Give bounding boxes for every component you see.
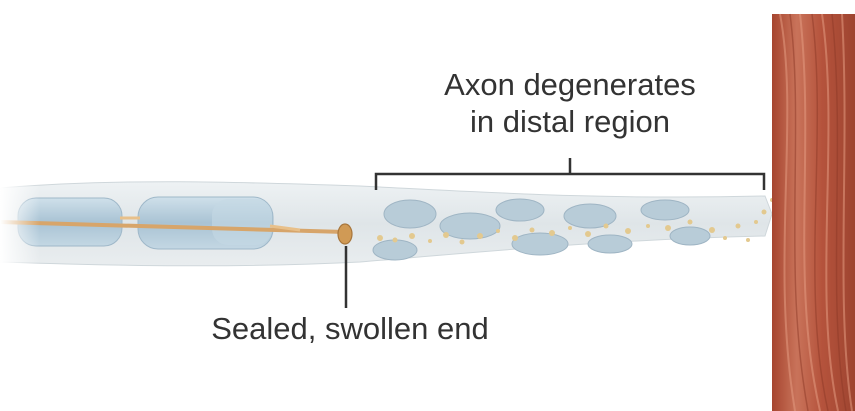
degeneration-label: Axon degenerates in distal region: [395, 66, 745, 140]
distal-region-bracket: [376, 158, 764, 190]
debris-particle: [460, 240, 465, 245]
myelin-fragment: [588, 235, 632, 253]
debris-particle: [646, 224, 650, 228]
debris-particle: [736, 224, 741, 229]
myelin-segment: [212, 199, 272, 245]
debris-particle: [604, 224, 609, 229]
debris-particle: [549, 230, 555, 236]
debris-particle: [746, 238, 750, 242]
myelin-fragment: [373, 240, 417, 260]
debris-particle: [512, 235, 518, 241]
debris-particle: [688, 220, 693, 225]
myelin-fragment: [440, 213, 500, 239]
myelin-fragment: [496, 199, 544, 221]
degeneration-label-line1: Axon degenerates: [395, 66, 745, 103]
debris-particle: [568, 226, 572, 230]
debris-particle: [530, 228, 535, 233]
muscle-tissue: [772, 14, 855, 411]
debris-particle: [377, 235, 383, 241]
debris-particle: [762, 210, 767, 215]
debris-particle: [754, 220, 758, 224]
degeneration-label-line2: in distal region: [395, 103, 745, 140]
myelin-fragment: [512, 233, 568, 255]
myelin-fragment: [641, 200, 689, 220]
debris-particle: [723, 236, 727, 240]
myelin-fragment: [670, 227, 710, 245]
sealed-swollen-end: [338, 224, 352, 244]
sealed-end-label: Sealed, swollen end: [150, 310, 550, 347]
left-fade: [0, 170, 40, 280]
debris-particle: [477, 233, 483, 239]
myelin-fragment: [384, 200, 436, 228]
debris-particle: [625, 228, 631, 234]
myelin-fragment: [564, 204, 616, 228]
debris-particle: [665, 225, 671, 231]
debris-particle: [443, 232, 449, 238]
debris-particle: [496, 229, 500, 233]
debris-particle: [585, 231, 591, 237]
debris-particle: [709, 227, 715, 233]
debris-particle: [409, 233, 415, 239]
debris-particle: [393, 238, 398, 243]
debris-particle: [428, 239, 432, 243]
